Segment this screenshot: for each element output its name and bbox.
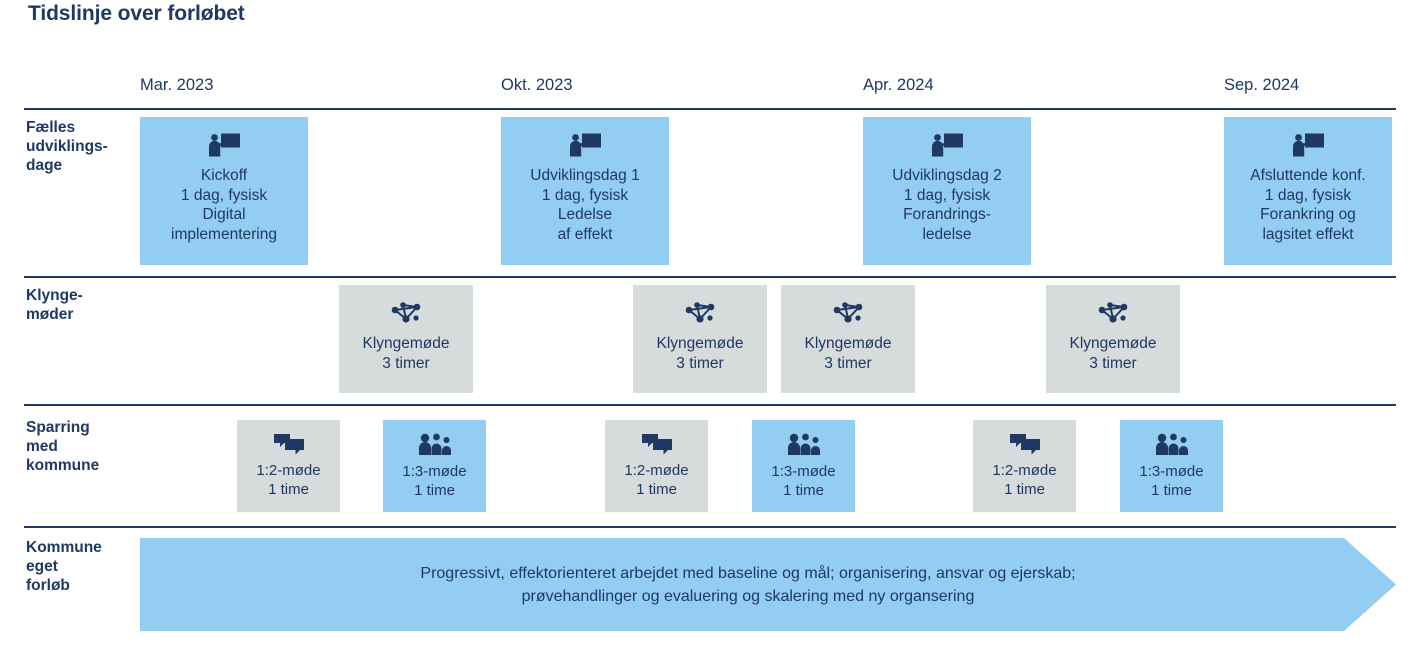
- speech-bubbles-icon: [641, 433, 673, 455]
- card-klyngemoeder-2[interactable]: Klyngemøde 3 timer: [781, 285, 915, 393]
- card-text: Klyngemøde 3 timer: [804, 335, 892, 372]
- network-nodes-icon: [1097, 301, 1129, 327]
- speech-bubbles-icon: [1009, 433, 1041, 455]
- row-label-klyngemoeder: Klynge- møder: [26, 287, 83, 323]
- row-label-sparring-med-kommune: Sparring med kommune: [26, 419, 100, 474]
- group-people-icon: [1155, 433, 1189, 456]
- card-text: Kickoff 1 dag, fysisk Digital implemente…: [171, 167, 277, 243]
- card-klyngemoeder-3[interactable]: Klyngemøde 3 timer: [1046, 285, 1180, 393]
- presenter-whiteboard-icon: [568, 132, 602, 158]
- card-text: 1:2-møde 1 time: [256, 462, 321, 498]
- card-klyngemoeder-1[interactable]: Klyngemøde 3 timer: [633, 285, 767, 393]
- presenter-whiteboard-icon: [207, 132, 241, 158]
- group-people-icon: [418, 433, 452, 456]
- card-sparring-med-kommune-3[interactable]: 1:3-møde 1 time: [752, 420, 855, 512]
- card-faelles-udviklingsdage-2[interactable]: Udviklingsdag 2 1 dag, fysisk Forandring…: [863, 117, 1031, 265]
- timeline-date-3: Sep. 2024: [1224, 76, 1300, 94]
- card-sparring-med-kommune-0[interactable]: 1:2-møde 1 time: [237, 420, 340, 512]
- card-text: Udviklingsdag 1 1 dag, fysisk Ledelse af…: [530, 167, 640, 243]
- network-nodes-icon: [832, 301, 864, 327]
- card-text: 1:3-møde 1 time: [1139, 463, 1204, 499]
- group-people-icon: [787, 433, 821, 456]
- card-text: Afsluttende konf. 1 dag, fysisk Forankri…: [1250, 167, 1366, 243]
- timeline-date-0: Mar. 2023: [140, 76, 214, 94]
- card-faelles-udviklingsdage-1[interactable]: Udviklingsdag 1 1 dag, fysisk Ledelse af…: [501, 117, 669, 265]
- card-text: Udviklingsdag 2 1 dag, fysisk Forandring…: [892, 167, 1002, 243]
- card-text: Klyngemøde 3 timer: [656, 335, 744, 372]
- speech-bubbles-icon: [273, 433, 305, 455]
- row-separator-3: [24, 526, 1396, 528]
- card-text: 1:3-møde 1 time: [771, 463, 836, 499]
- network-nodes-icon: [390, 301, 422, 327]
- row-separator-2: [24, 404, 1396, 406]
- presenter-whiteboard-icon: [930, 132, 964, 158]
- card-sparring-med-kommune-2[interactable]: 1:2-møde 1 time: [605, 420, 708, 512]
- card-sparring-med-kommune-5[interactable]: 1:3-møde 1 time: [1120, 420, 1223, 512]
- card-text: Klyngemøde 3 timer: [1069, 335, 1157, 372]
- card-sparring-med-kommune-1[interactable]: 1:3-møde 1 time: [383, 420, 486, 512]
- card-text: Klyngemøde 3 timer: [362, 335, 450, 372]
- card-text: 1:3-møde 1 time: [402, 463, 467, 499]
- row-separator-0: [24, 108, 1396, 110]
- card-klyngemoeder-0[interactable]: Klyngemøde 3 timer: [339, 285, 473, 393]
- network-nodes-icon: [684, 301, 716, 327]
- card-sparring-med-kommune-4[interactable]: 1:2-møde 1 time: [973, 420, 1076, 512]
- row-separator-1: [24, 276, 1396, 278]
- arrow-band-text: Progressivt, effektorienteret arbejdet m…: [420, 564, 1076, 605]
- row-label-kommune-eget-forloeb: Kommune eget forløb: [26, 539, 102, 594]
- page-title: Tidslinje over forløbet: [28, 2, 245, 25]
- card-faelles-udviklingsdage-0[interactable]: Kickoff 1 dag, fysisk Digital implemente…: [140, 117, 308, 265]
- presenter-whiteboard-icon: [1291, 132, 1325, 158]
- timeline-date-2: Apr. 2024: [863, 76, 934, 94]
- card-text: 1:2-møde 1 time: [624, 462, 689, 498]
- card-faelles-udviklingsdage-3[interactable]: Afsluttende konf. 1 dag, fysisk Forankri…: [1224, 117, 1392, 265]
- row-label-faelles-udviklingsdage: Fælles udviklings- dage: [26, 119, 108, 174]
- timeline-date-1: Okt. 2023: [501, 76, 573, 94]
- card-text: 1:2-møde 1 time: [992, 462, 1057, 498]
- kommune-eget-forloeb-arrow: Progressivt, effektorienteret arbejdet m…: [140, 538, 1396, 631]
